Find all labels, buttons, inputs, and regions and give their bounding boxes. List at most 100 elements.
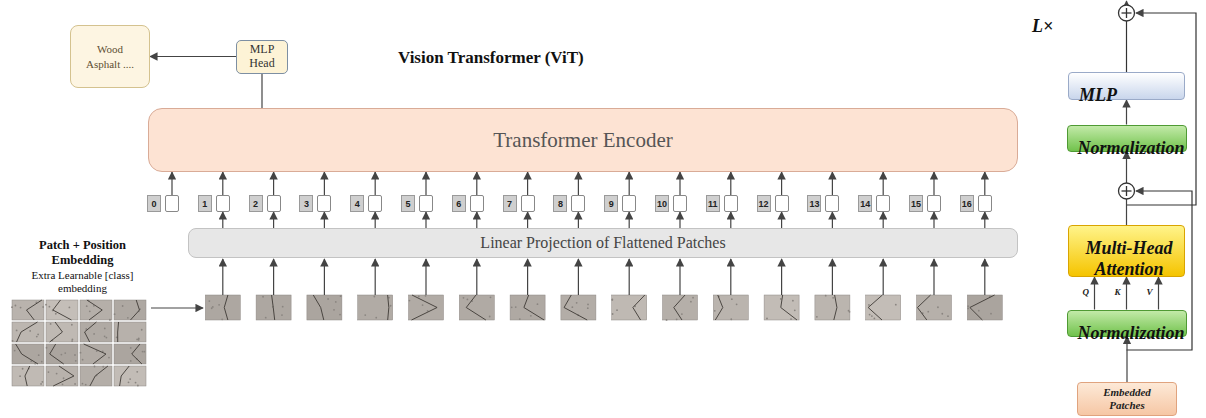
- crack-line: [633, 295, 645, 320]
- surface-grain: [967, 308, 969, 310]
- surface-grain: [19, 375, 21, 377]
- surface-grain: [136, 371, 138, 373]
- flow-arrow: [984, 212, 985, 228]
- box-label: Multi-Head Attention: [1079, 238, 1179, 279]
- surface-patch: [358, 295, 393, 320]
- flow-arrow: [578, 212, 579, 228]
- token-embedding: 11: [706, 195, 738, 212]
- flow-arrow: [527, 212, 528, 228]
- surface-grain: [45, 304, 47, 306]
- residual-line: [1127, 13, 1197, 205]
- surface-patch: [114, 344, 146, 364]
- surface-grain: [89, 310, 91, 312]
- surface-grain: [714, 310, 716, 312]
- surface-grain: [490, 296, 492, 298]
- box-label: MLP: [1079, 85, 1117, 106]
- surface-grain: [576, 302, 578, 304]
- surface-grain: [129, 378, 131, 380]
- crack-line: [53, 366, 74, 386]
- annotation-label: Patch + Position Embedding: [20, 238, 145, 268]
- surface-grain: [11, 306, 13, 308]
- surface-grain: [390, 305, 392, 307]
- flow-arrow: [375, 212, 376, 228]
- surface-grain: [130, 360, 132, 362]
- mlp-box: MLP: [1068, 72, 1185, 100]
- surface-grain: [265, 317, 267, 319]
- surface-grain: [128, 381, 130, 383]
- surface-patch: [307, 295, 342, 320]
- flow-arrow: [222, 172, 223, 195]
- surface-grain: [375, 317, 377, 319]
- surface-grain: [40, 383, 42, 385]
- token-slot: [724, 195, 738, 212]
- add-symbol: [1119, 183, 1135, 199]
- surface-grain: [12, 340, 14, 342]
- surface-patch: [114, 322, 146, 342]
- patch-input-arrow: [933, 259, 934, 295]
- surface-grain: [108, 357, 110, 359]
- surface-grain: [104, 328, 106, 330]
- surface-grain: [937, 306, 939, 308]
- surface-grain: [418, 296, 420, 298]
- surface-grain: [262, 296, 264, 298]
- surface-grain: [138, 339, 140, 341]
- edge-label: V: [1147, 288, 1153, 297]
- token-number: 3: [299, 195, 313, 212]
- surface-grain: [221, 318, 223, 320]
- token-embedding: 3: [299, 195, 331, 212]
- surface-patch: [612, 295, 647, 320]
- patch-input-arrow: [375, 259, 376, 295]
- surface-grain: [690, 301, 692, 303]
- surface-grain: [848, 310, 850, 312]
- surface-grain: [832, 297, 834, 299]
- patch-input-arrow: [730, 259, 731, 295]
- crack-line: [388, 295, 389, 320]
- surface-grain: [869, 314, 871, 316]
- crack-line: [917, 295, 930, 320]
- surface-grain: [967, 305, 969, 307]
- surface-grain: [616, 309, 618, 311]
- surface-grain: [425, 295, 427, 297]
- surface-grain: [873, 318, 875, 320]
- surface-grain: [143, 351, 145, 353]
- surface-grain: [135, 382, 137, 384]
- surface-grain: [74, 383, 76, 385]
- surface-grain: [571, 306, 573, 308]
- flow-arrow: [578, 172, 579, 195]
- patch-input-arrow: [425, 259, 426, 295]
- surface-patch: [917, 295, 952, 320]
- surface-grain: [69, 306, 71, 308]
- patch-input-arrow: [476, 259, 477, 295]
- flow-arrow: [781, 212, 782, 228]
- token-embedding: 6: [452, 195, 484, 212]
- token-number: 11: [706, 195, 720, 212]
- flow-arrow: [222, 212, 223, 228]
- token-slot: [978, 195, 992, 212]
- linear-projection-band: Linear Projection of Flattened Patches: [188, 228, 1018, 258]
- surface-grain: [515, 306, 517, 308]
- crack-line: [17, 322, 38, 342]
- crack-line: [26, 300, 41, 320]
- surface-grain: [489, 316, 491, 318]
- token-slot: [216, 195, 230, 212]
- panel-outline: [1023, 5, 1197, 359]
- token-slot: [267, 195, 281, 212]
- surface-patch: [80, 344, 112, 364]
- flow-arrow: [730, 172, 731, 195]
- surface-grain: [50, 323, 52, 325]
- surface-patch: [713, 295, 748, 320]
- surface-grain: [82, 359, 84, 361]
- surface-grain: [130, 347, 132, 349]
- surface-grain: [212, 306, 214, 308]
- flow-arrow: [933, 172, 934, 195]
- token-number: 13: [807, 195, 821, 212]
- token-embedding: 0: [147, 195, 179, 212]
- surface-grain: [990, 313, 992, 315]
- surface-grain: [736, 303, 738, 305]
- token-slot: [419, 195, 433, 212]
- flow-arrow: [781, 172, 782, 195]
- surface-patch: [256, 295, 291, 320]
- token-slot: [876, 195, 890, 212]
